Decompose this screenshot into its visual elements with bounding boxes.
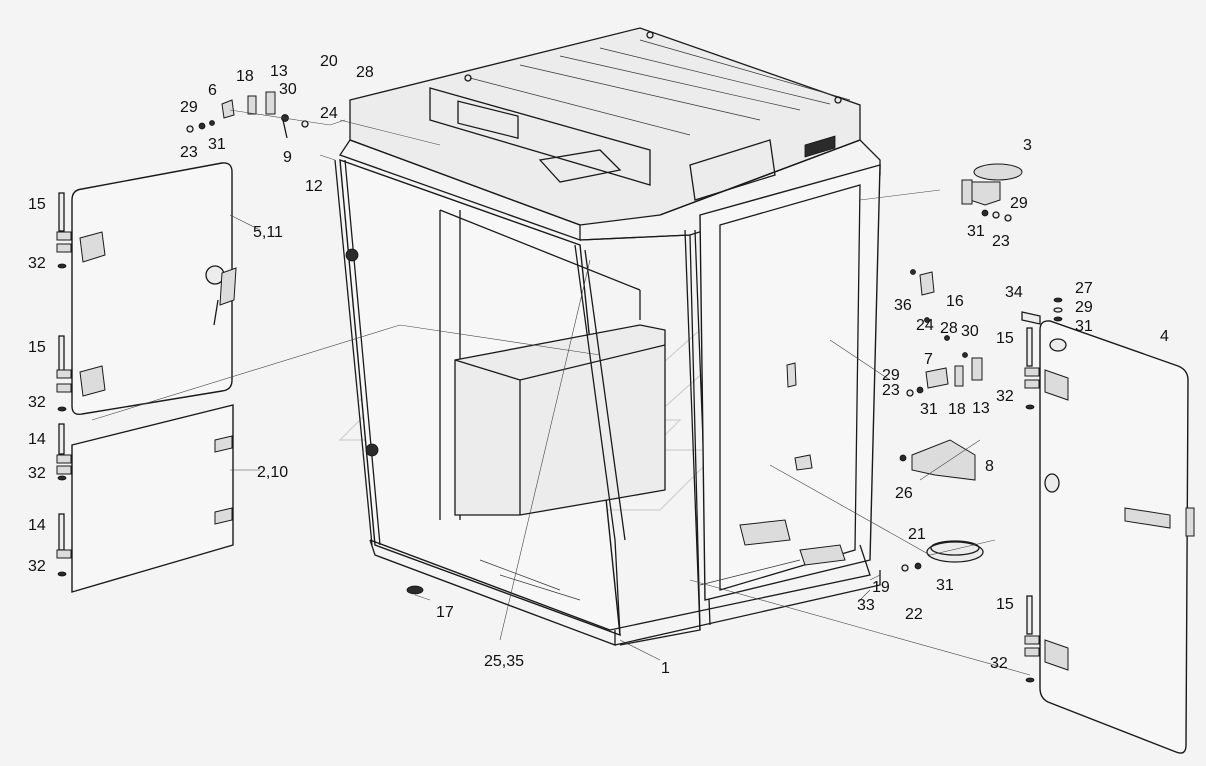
- footpad: [406, 585, 424, 595]
- callout-28-a: 28: [356, 64, 374, 81]
- callout-24-a: 24: [320, 105, 338, 122]
- left-upper-door: [56, 162, 237, 416]
- bracket-8: [911, 439, 976, 481]
- clamp-21: [926, 541, 984, 563]
- callout-25-35: 25,35: [484, 653, 524, 670]
- callout-33: 33: [857, 597, 875, 614]
- callout-labels: 1 2,10 3 4 5,11 6 7 8 9 12 13 13 14 14 1…: [28, 53, 1169, 677]
- callout-20: 20: [320, 53, 338, 70]
- mirror-mount: [973, 163, 1023, 181]
- right-door: [1024, 320, 1195, 754]
- callout-29-d: 29: [882, 367, 900, 384]
- callout-18-right: 18: [948, 401, 966, 418]
- callout-31-d: 31: [920, 401, 938, 418]
- callout-3: 3: [1023, 137, 1032, 154]
- callout-15-a: 15: [28, 196, 46, 213]
- callout-1: 1: [661, 660, 670, 677]
- callout-32-e: 32: [996, 388, 1014, 405]
- callout-5-11: 5,11: [253, 224, 283, 241]
- callout-23-a: 23: [180, 144, 198, 161]
- callout-7: 7: [924, 351, 933, 368]
- callout-36: 36: [894, 297, 912, 314]
- callout-6: 6: [208, 82, 217, 99]
- callout-21: 21: [908, 526, 926, 543]
- leader-lines: [91, 109, 1031, 676]
- callout-14-b: 14: [28, 517, 46, 534]
- callout-12: 12: [305, 178, 323, 195]
- callout-16: 16: [946, 293, 964, 310]
- callout-32-b: 32: [28, 394, 46, 411]
- callout-19: 19: [872, 579, 890, 596]
- callout-32-f: 32: [990, 655, 1008, 672]
- callout-24-b: 24: [916, 317, 934, 334]
- callout-15-b: 15: [28, 339, 46, 356]
- callout-13-top: 13: [270, 63, 288, 80]
- callout-15-c: 15: [996, 330, 1014, 347]
- callout-29-c: 29: [1075, 299, 1093, 316]
- callout-31-c: 31: [1075, 318, 1093, 335]
- callout-18-top: 18: [236, 68, 254, 85]
- callout-9: 9: [283, 149, 292, 166]
- callout-32-a: 32: [28, 255, 46, 272]
- callout-8: 8: [985, 458, 994, 475]
- callout-27: 27: [1075, 280, 1093, 297]
- inner-console: [454, 324, 666, 516]
- callout-14-a: 14: [28, 431, 46, 448]
- callout-26: 26: [895, 485, 913, 502]
- callout-29-b: 29: [1010, 195, 1028, 212]
- callout-2-10: 2,10: [257, 464, 288, 481]
- callout-30-a: 30: [279, 81, 297, 98]
- callout-32-d: 32: [28, 558, 46, 575]
- callout-31-e: 31: [936, 577, 954, 594]
- callout-32-c: 32: [28, 465, 46, 482]
- callout-15-d: 15: [996, 596, 1014, 613]
- callout-23-c: 23: [882, 382, 900, 399]
- callout-17: 17: [436, 604, 454, 621]
- left-lower-door: [56, 404, 234, 593]
- callout-23-b: 23: [992, 233, 1010, 250]
- callout-31-a: 31: [208, 136, 226, 153]
- callout-29-a: 29: [180, 99, 198, 116]
- callout-30-b: 30: [961, 323, 979, 340]
- callout-13-right: 13: [972, 400, 990, 417]
- callout-28-b: 28: [940, 320, 958, 337]
- callout-34: 34: [1005, 284, 1023, 301]
- callout-4: 4: [1160, 328, 1169, 345]
- fastener-parts: [186, 91, 1063, 572]
- cab-frame: [334, 27, 881, 646]
- callout-22: 22: [905, 606, 923, 623]
- callout-31-b: 31: [967, 223, 985, 240]
